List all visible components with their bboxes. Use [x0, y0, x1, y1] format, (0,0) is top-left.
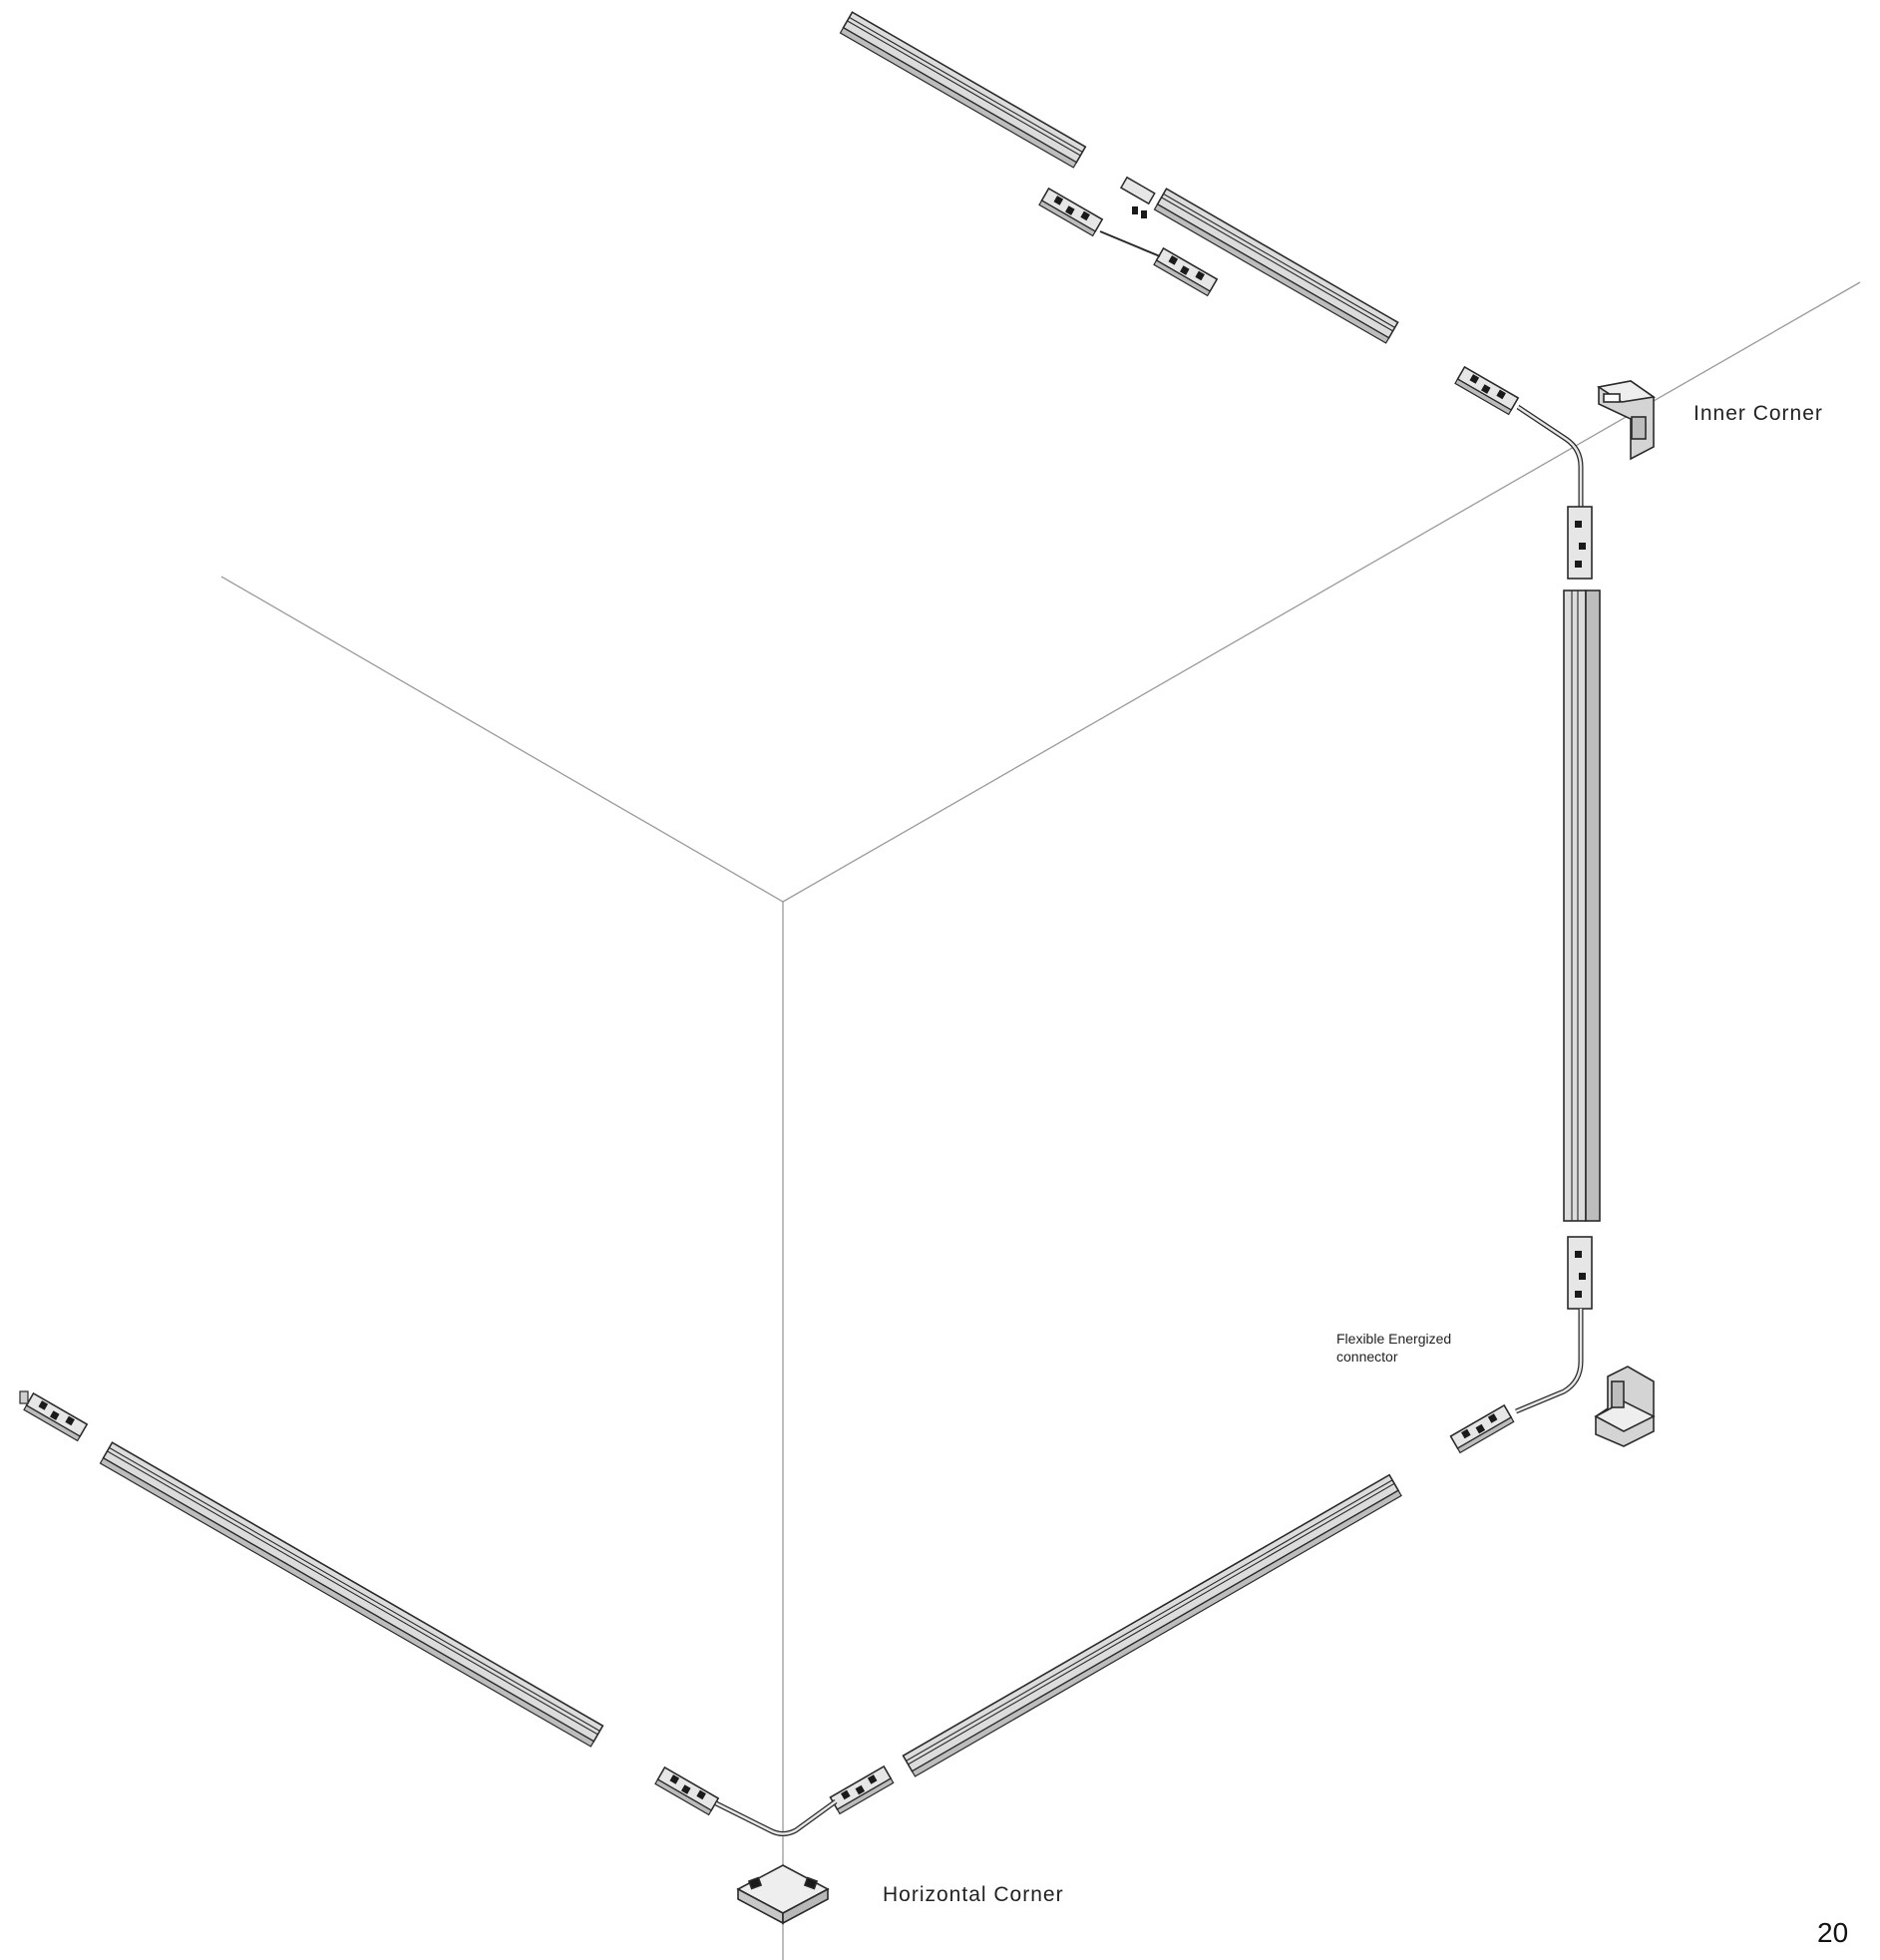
inner-corner-piece	[1596, 380, 1657, 461]
connector-block-bottom-left	[654, 1766, 719, 1816]
flexible-connector-label-line2: connector	[1336, 1349, 1398, 1365]
end-connector-left	[23, 1392, 88, 1442]
connector-wire-top	[1099, 230, 1161, 257]
connector-block-bottom-right	[829, 1765, 895, 1815]
outer-corner-piece	[1594, 1366, 1656, 1447]
rail-vertical	[1563, 589, 1601, 1222]
guide-right-edge	[782, 281, 1861, 903]
connector-block-top-a	[1038, 188, 1103, 237]
horizontal-corner-piece	[736, 1864, 830, 1925]
connector-block-top-b	[1153, 247, 1218, 297]
straight-joiner-top	[1119, 176, 1156, 205]
flexible-connector-label-line1: Flexible Energized	[1336, 1331, 1452, 1347]
connector-block-inner-v	[1567, 506, 1593, 580]
cube-guide-lines	[220, 281, 1861, 1960]
flexible-wire-inner	[1516, 404, 1584, 507]
guide-left-edge	[220, 576, 784, 903]
rail-bottom-left	[99, 1441, 604, 1748]
connector-block-inner-h	[1454, 366, 1519, 416]
rail-bottom-right	[902, 1473, 1402, 1777]
flexible-connector-label: Flexible Energized connector	[1336, 1330, 1486, 1366]
end-connector-pin	[19, 1390, 29, 1404]
joiner-pins	[1132, 206, 1147, 218]
page-number: 20	[1817, 1917, 1849, 1948]
connector-block-lower-v	[1567, 1236, 1593, 1310]
connector-block-lower-h	[1449, 1404, 1515, 1454]
flexible-wire-lower	[1515, 1309, 1584, 1414]
connector-wire-bottom	[714, 1798, 838, 1836]
horizontal-corner-label: Horizontal Corner	[883, 1883, 1064, 1906]
rail-top-left	[839, 11, 1087, 169]
inner-corner-label: Inner Corner	[1693, 402, 1823, 425]
rail-top-right	[1153, 188, 1399, 344]
